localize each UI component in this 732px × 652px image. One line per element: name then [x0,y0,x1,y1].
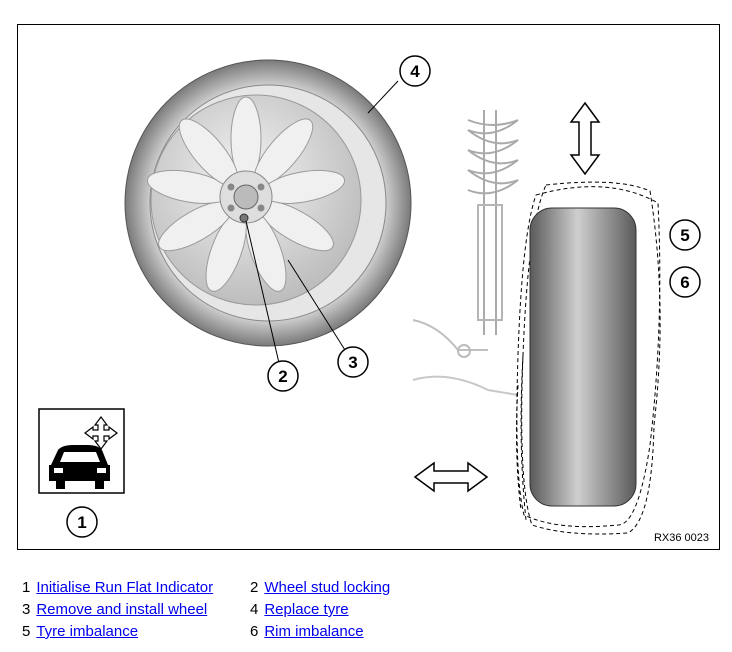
link-initialise-run-flat-indicator[interactable]: Initialise Run Flat Indicator [36,579,214,596]
callout-6: 6 [669,266,701,298]
svg-text:6: 6 [680,273,689,292]
svg-text:5: 5 [680,226,689,245]
vertical-arrow-icon [569,101,601,176]
link-remove-and-install-wheel[interactable]: Remove and install wheel [36,601,208,618]
svg-text:2: 2 [278,367,287,386]
link-wheel-stud-locking[interactable]: Wheel stud locking [264,579,391,596]
callout-1: 1 [66,506,98,538]
wheel-diagram-svg: 4 2 3 5 6 1 [38,55,701,538]
link-tyre-imbalance[interactable]: Tyre imbalance [36,623,139,640]
figure-code: RX36 0023 [653,532,709,544]
callout-5: 5 [669,219,701,251]
suspension-strut [412,110,519,396]
callout-2: 2 [267,360,299,392]
svg-text:3: 3 [348,353,357,372]
link-replace-tyre[interactable]: Replace tyre [264,601,349,618]
side-tyre-illustration [516,181,661,535]
car-icon [49,445,110,489]
horizontal-arrow-icon [413,461,489,493]
leader-lines [245,80,399,364]
svg-text:1: 1 [77,513,86,532]
wheel-illustration [124,59,412,347]
link-rim-imbalance[interactable]: Rim imbalance [264,623,364,640]
svg-text:4: 4 [410,62,420,81]
callout-3: 3 [337,346,369,378]
diagram-figure: 4 2 3 5 6 1 RX36 0023 [17,24,720,550]
run-flat-indicator-symbol [38,408,125,494]
callout-4: 4 [399,55,431,87]
